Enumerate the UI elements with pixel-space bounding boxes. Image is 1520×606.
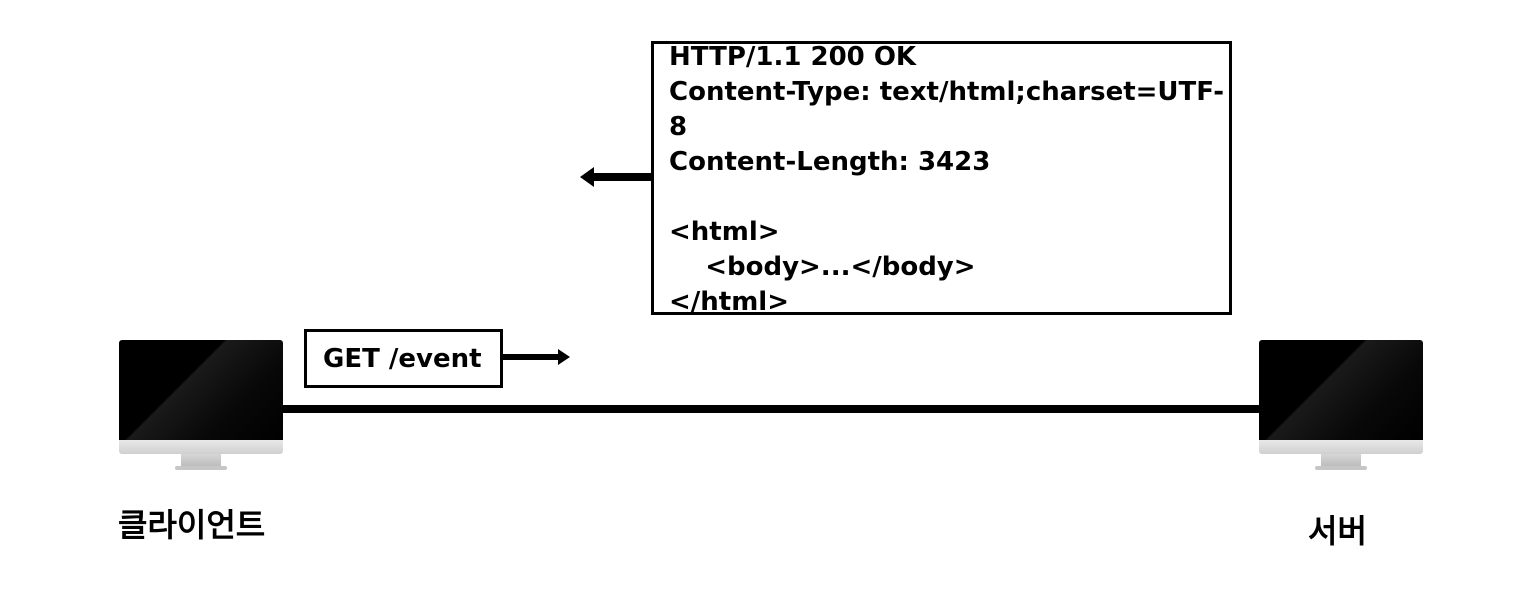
client-monitor-icon xyxy=(119,340,283,476)
server-monitor-icon xyxy=(1259,340,1423,476)
connection-line xyxy=(282,405,1262,413)
response-line: Content-Length: 3423 xyxy=(669,147,991,177)
client-monitor-chin xyxy=(119,440,283,454)
server-label: 서버 xyxy=(1308,512,1367,550)
client-monitor-stand xyxy=(181,454,221,466)
server-screen xyxy=(1259,340,1423,440)
client-monitor-foot xyxy=(175,466,227,470)
request-message-box: GET /event xyxy=(304,329,503,388)
server-monitor-foot xyxy=(1315,466,1367,470)
response-line: 8 xyxy=(669,112,688,142)
response-text: HTTP/1.1 200 OK Content-Type: text/html;… xyxy=(669,42,1225,315)
response-line: Content-Type: text/html;charset=UTF- xyxy=(669,77,1225,107)
response-message-box: HTTP/1.1 200 OK Content-Type: text/html;… xyxy=(651,41,1232,315)
server-monitor-stand xyxy=(1321,454,1361,466)
client-screen xyxy=(119,340,283,440)
server-monitor-chin xyxy=(1259,440,1423,454)
request-text: GET /event xyxy=(323,344,482,374)
response-line: <body>...</body> xyxy=(669,252,976,282)
client-label: 클라이언트 xyxy=(118,506,266,544)
response-line: </html> xyxy=(669,287,790,315)
request-arrow-right-icon xyxy=(500,349,570,365)
response-arrow-left-icon xyxy=(580,167,654,187)
response-line: <html> xyxy=(669,217,780,247)
response-line: HTTP/1.1 200 OK xyxy=(669,42,917,72)
